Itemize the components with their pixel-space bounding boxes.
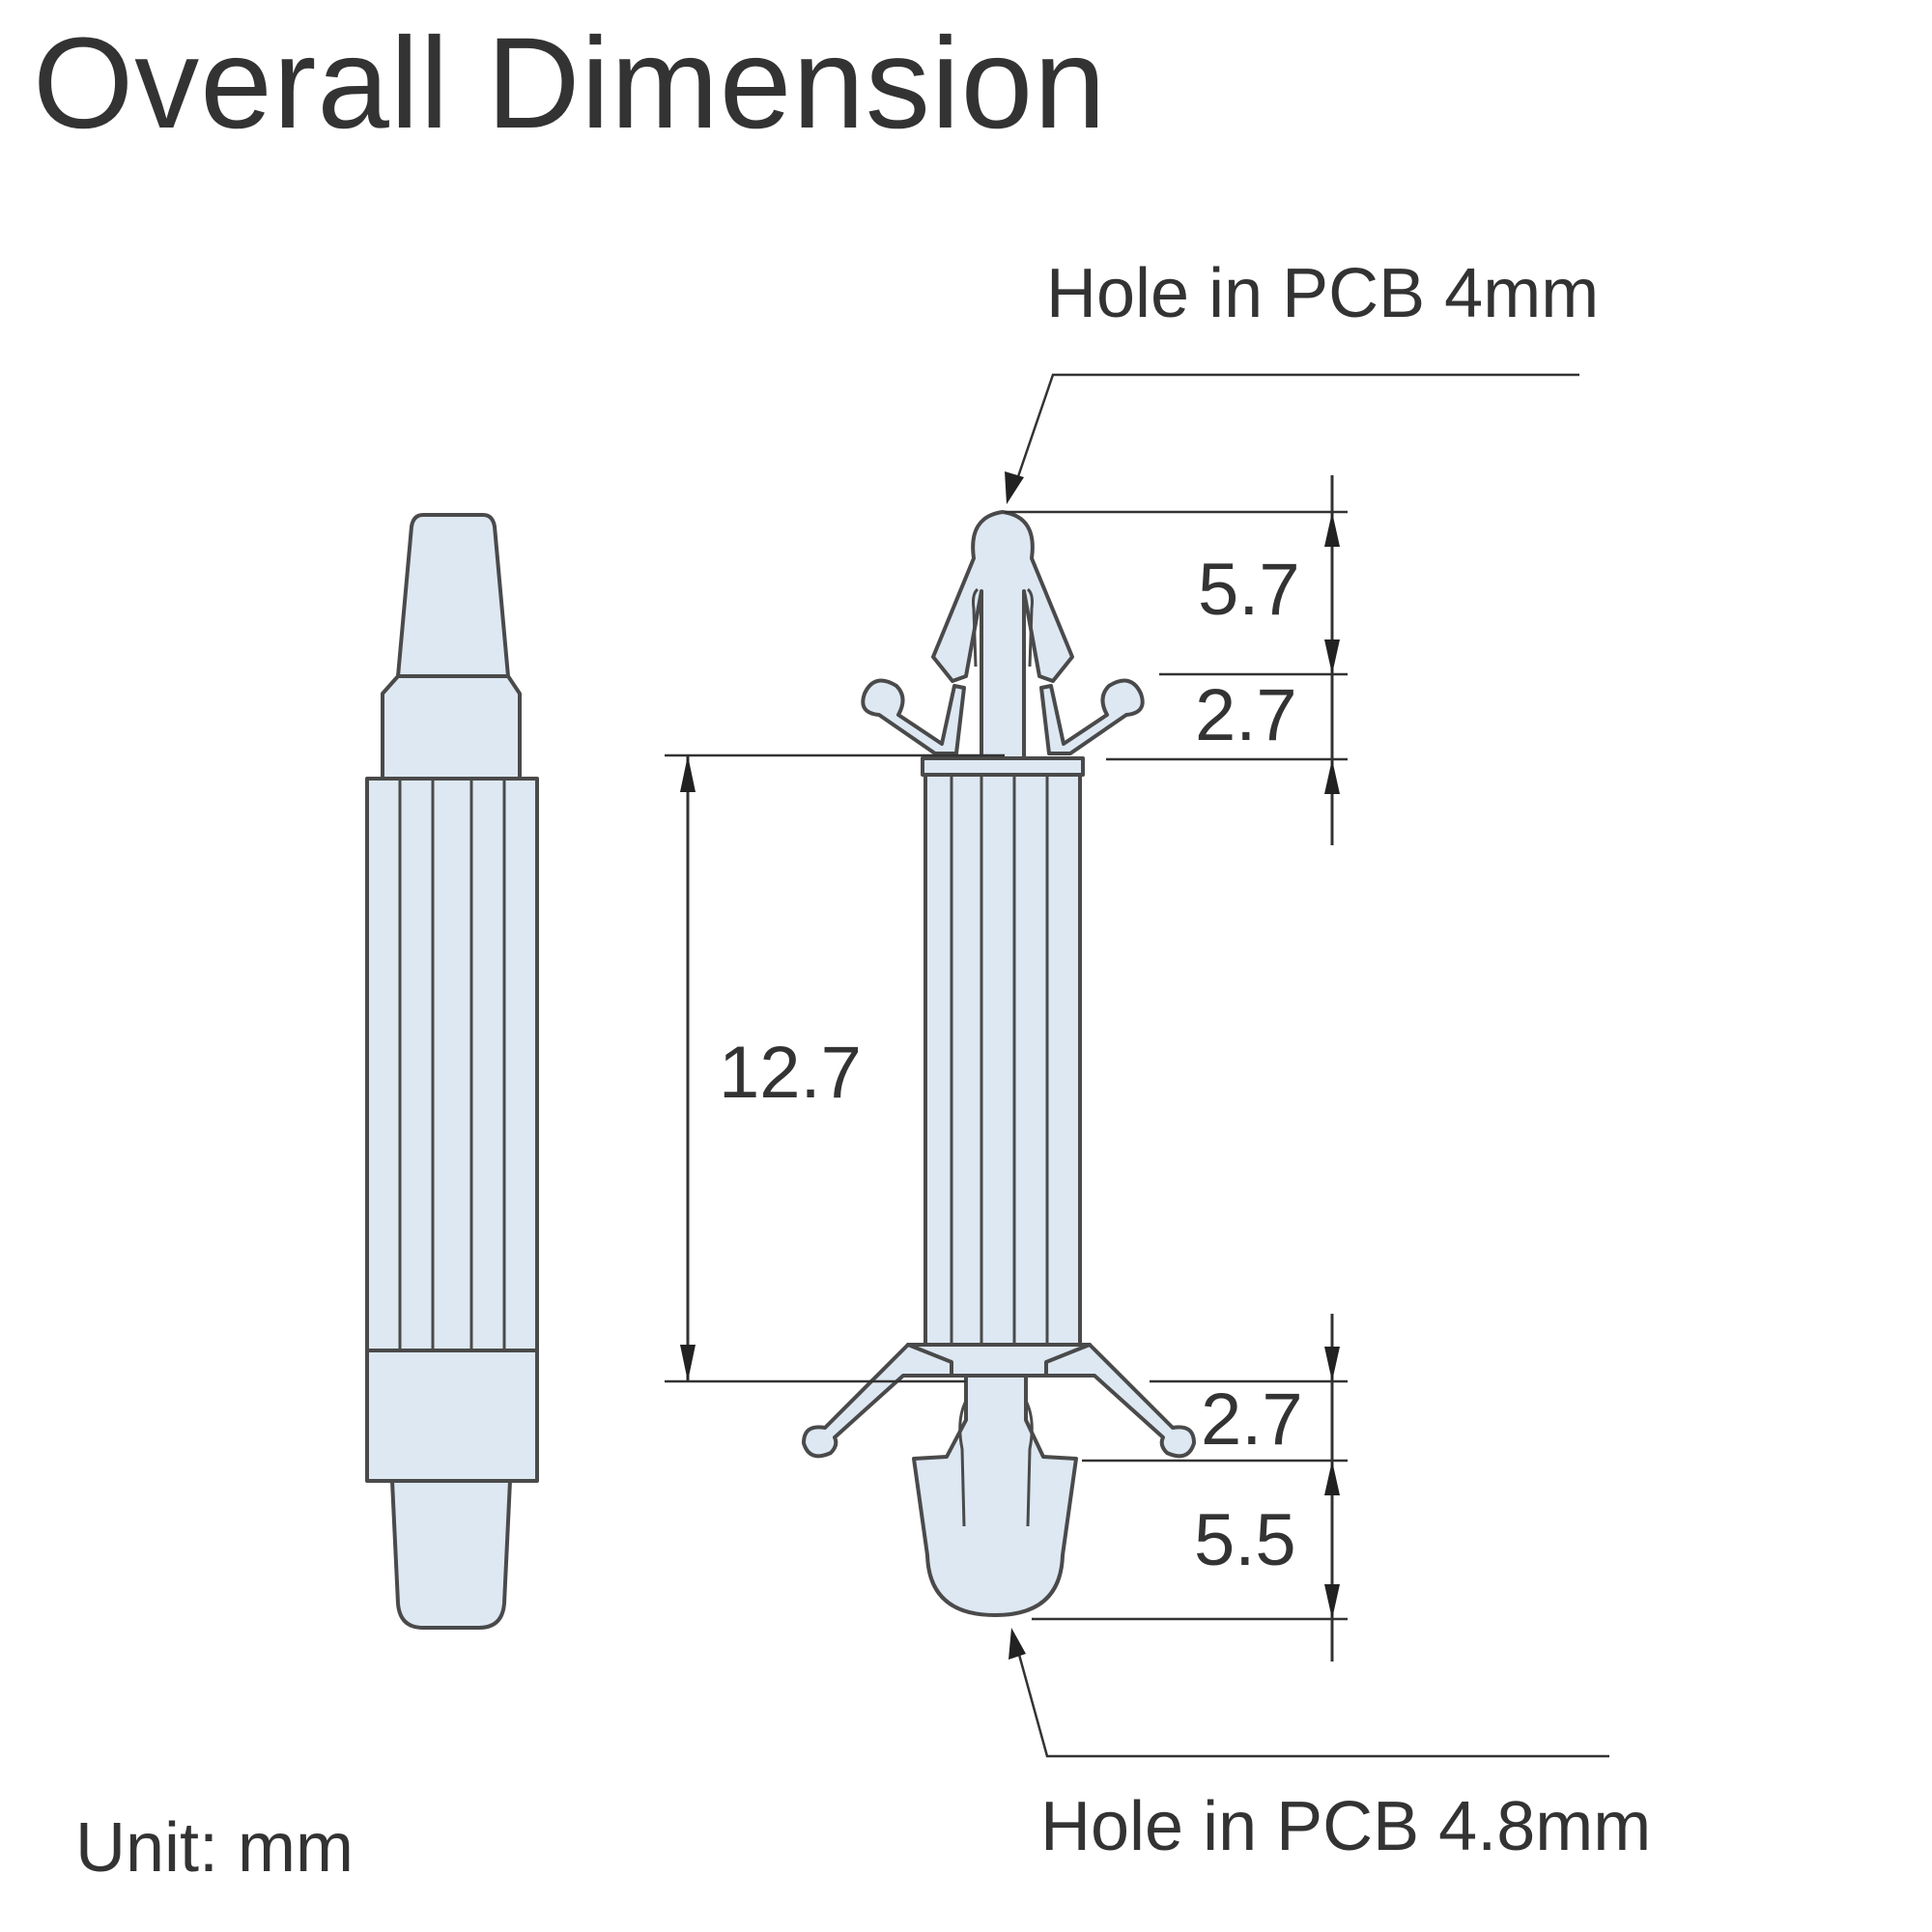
unit-label: Unit: mm: [75, 1809, 354, 1887]
dimension-bottom-flange: 2.7: [1201, 1378, 1303, 1461]
front-view-bottom-right-leg: [1044, 1343, 1196, 1459]
front-view-top-right-leg: [1039, 678, 1145, 755]
front-view-top-slot: [972, 587, 980, 668]
extension-lines: [665, 510, 1348, 1621]
hole-top-leader: [1005, 373, 1579, 504]
dimension-top-flange: 2.7: [1195, 674, 1297, 756]
spacer-side-view: [365, 513, 539, 1630]
dimension-12-7-line: [680, 755, 696, 1381]
front-view-top-left-leg: [861, 678, 966, 755]
hole-bottom-label: Hole in PCB 4.8mm: [1040, 1788, 1652, 1865]
page-title: Overall Dimension: [33, 12, 1107, 156]
hole-top-label: Hole in PCB 4mm: [1046, 255, 1600, 332]
front-view-top-flange: [921, 756, 1085, 777]
spacer-front-view: [802, 510, 1196, 1617]
front-view-shaft: [923, 773, 1082, 1347]
dimension-top-tip: 5.7: [1198, 549, 1300, 631]
dimension-bottom-tip: 5.5: [1194, 1499, 1296, 1581]
side-view-bottom-tip: [390, 1479, 512, 1630]
front-view-bottom-slot: [1024, 1400, 1034, 1527]
dimension-5-5-line: [1324, 1461, 1340, 1662]
dimension-5-7-line: [1324, 475, 1340, 674]
front-view-bottom-arrowhead: [912, 1374, 1078, 1617]
dimension-2-7-bottom-line: [1324, 1314, 1340, 1461]
front-view-bottom-slot: [958, 1400, 968, 1527]
front-view-top-slot: [1026, 587, 1034, 668]
dimension-2-7-top-line: [1324, 674, 1340, 845]
side-view-bottom-collar: [365, 1349, 539, 1483]
front-view-bottom-left-leg: [802, 1343, 953, 1459]
side-view-ribbed-body: [365, 777, 539, 1352]
hole-bottom-leader: [1009, 1628, 1609, 1758]
side-view-top-collar: [381, 674, 522, 781]
side-view-top-tip: [396, 513, 510, 678]
dimension-body-length: 12.7: [719, 1032, 862, 1114]
